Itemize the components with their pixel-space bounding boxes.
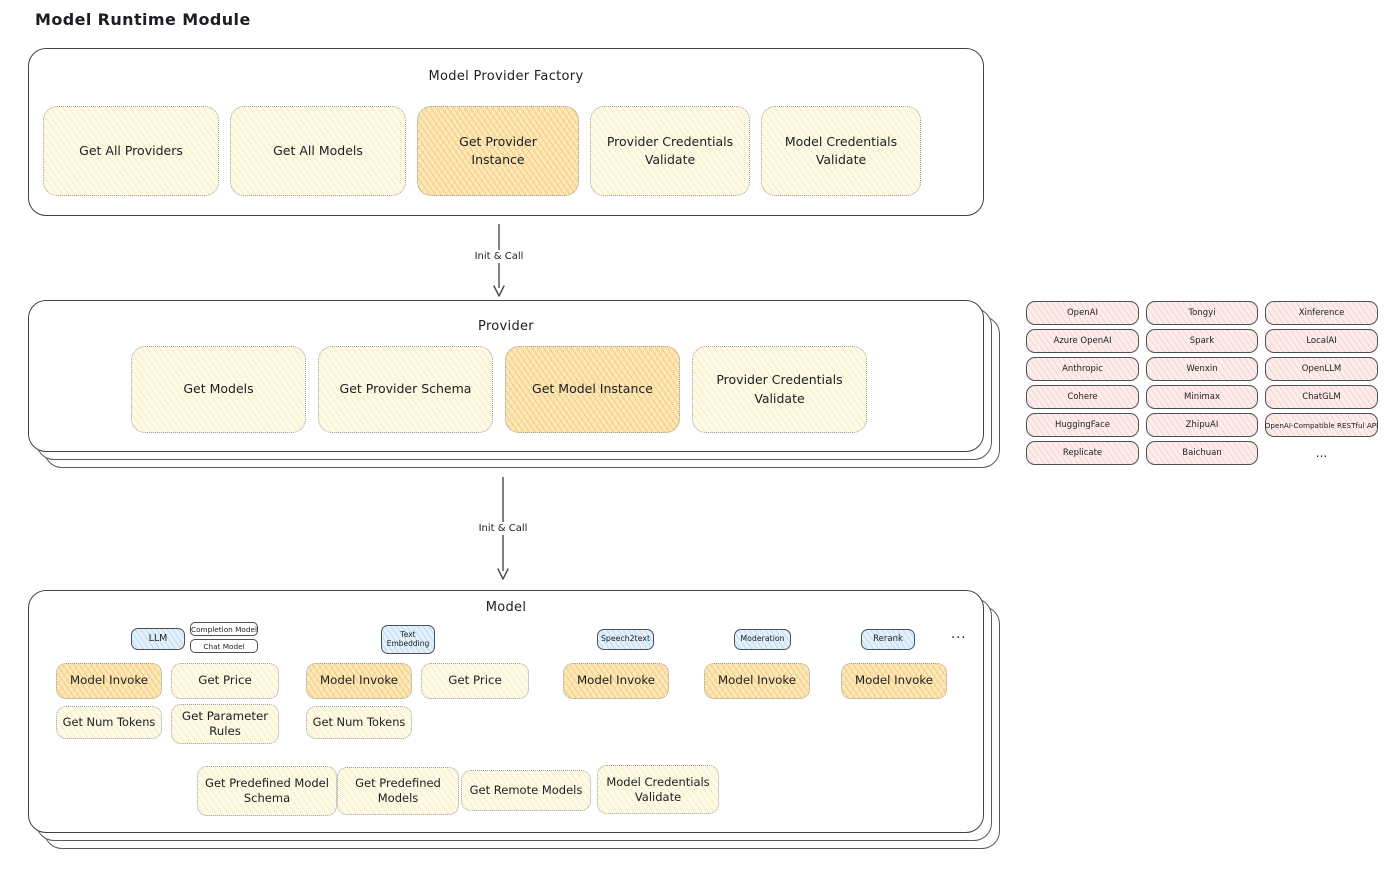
model-tabs-more: ... [951, 627, 967, 642]
provider-buttons-row: Get Models Get Provider Schema Get Model… [131, 346, 867, 433]
provider-button-get-provider-schema: Get Provider Schema [318, 346, 493, 433]
provider-chip-xinference: Xinference [1265, 301, 1378, 325]
moderation-model-invoke-button: Model Invoke [704, 663, 810, 699]
factory-title: Model Provider Factory [428, 69, 584, 84]
get-predefined-models-button: Get Predefined Models [337, 767, 459, 815]
factory-button-provider-credentials-validate: Provider Credentials Validate [590, 106, 750, 196]
provider-chip-tongyi: Tongyi [1146, 301, 1258, 325]
arrow-label-init-call-2: Init & Call [463, 522, 543, 535]
provider-chip-replicate: Replicate [1026, 441, 1139, 465]
provider-chip-zhipuai: ZhipuAI [1146, 413, 1258, 437]
provider-chip-baichuan: Baichuan [1146, 441, 1258, 465]
llm-get-num-tokens-button: Get Num Tokens [56, 706, 162, 739]
provider-list-more: ... [1315, 446, 1328, 460]
provider-chip-wenxin: Wenxin [1146, 357, 1258, 381]
provider-chip-azure-openai: Azure OpenAI [1026, 329, 1139, 353]
provider-button-get-models: Get Models [131, 346, 306, 433]
text-embedding-get-num-tokens-button: Get Num Tokens [306, 706, 412, 739]
model-box: Model LLM Completion Model Chat Model Te… [28, 590, 984, 833]
tab-text-embedding: Text Embedding [381, 625, 435, 654]
factory-button-model-credentials-validate: Model Credentials Validate [761, 106, 921, 196]
text-embedding-model-invoke-button: Model Invoke [306, 663, 412, 699]
factory-buttons-row: Get All Providers Get All Models Get Pro… [43, 106, 921, 196]
factory-box: Model Provider Factory Get All Providers… [28, 48, 984, 216]
tab-speech2text: Speech2text [597, 629, 654, 650]
provider-chip-openai-compatible: OpenAI-Compatible RESTful API [1265, 413, 1378, 437]
factory-button-get-all-providers: Get All Providers [43, 106, 219, 196]
provider-chip-localai: LocalAI [1265, 329, 1378, 353]
provider-box: Provider Get Models Get Provider Schema … [28, 300, 984, 452]
get-predefined-model-schema-button: Get Predefined Model Schema [197, 766, 337, 816]
provider-chip-minimax: Minimax [1146, 385, 1258, 409]
tab-rerank: Rerank [861, 629, 915, 650]
rerank-model-invoke-button: Model Invoke [841, 663, 947, 699]
model-title: Model [485, 600, 527, 615]
chip-completion-model: Completion Model [190, 622, 258, 636]
chip-chat-model: Chat Model [190, 639, 258, 653]
provider-button-provider-credentials-validate: Provider Credentials Validate [692, 346, 867, 433]
provider-chip-openai: OpenAI [1026, 301, 1139, 325]
speech2text-model-invoke-button: Model Invoke [563, 663, 669, 699]
provider-chip-cohere: Cohere [1026, 385, 1139, 409]
provider-button-get-model-instance: Get Model Instance [505, 346, 680, 433]
provider-chip-openllm: OpenLLM [1265, 357, 1378, 381]
provider-title: Provider [478, 319, 534, 334]
llm-get-parameter-rules-button: Get Parameter Rules [171, 704, 279, 744]
get-remote-models-button: Get Remote Models [461, 770, 591, 811]
text-embedding-get-price-button: Get Price [421, 663, 529, 699]
tab-moderation: Moderation [734, 629, 791, 650]
provider-chip-spark: Spark [1146, 329, 1258, 353]
provider-chip-huggingface: HuggingFace [1026, 413, 1139, 437]
factory-button-get-all-models: Get All Models [230, 106, 406, 196]
provider-chip-chatglm: ChatGLM [1265, 385, 1378, 409]
factory-button-get-provider-instance: Get Provider Instance [417, 106, 579, 196]
model-credentials-validate-button: Model Credentials Validate [597, 765, 719, 814]
llm-get-price-button: Get Price [171, 663, 279, 699]
provider-chip-anthropic: Anthropic [1026, 357, 1139, 381]
tab-llm: LLM [131, 628, 185, 650]
arrow-label-init-call-1: Init & Call [459, 250, 539, 263]
page-title: Model Runtime Module [35, 10, 251, 29]
provider-list: OpenAI Tongyi Xinference Azure OpenAI Sp… [1026, 301, 1378, 465]
llm-model-invoke-button: Model Invoke [56, 663, 162, 699]
